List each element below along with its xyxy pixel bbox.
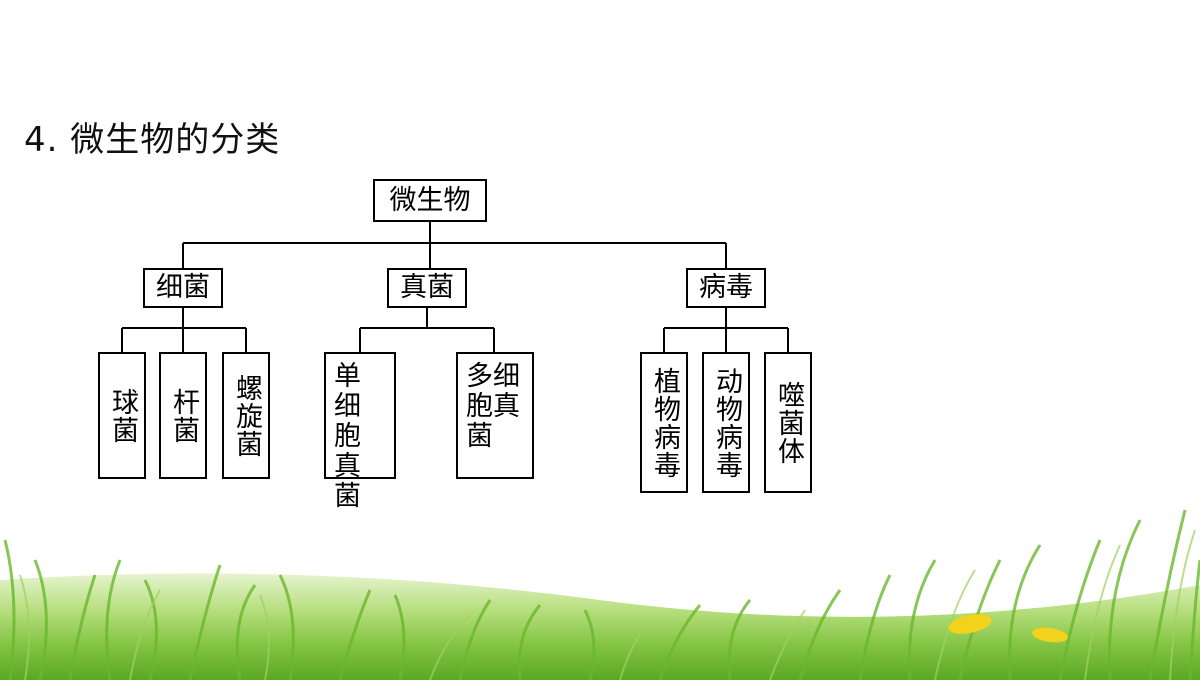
- leaf-right: [1032, 627, 1068, 643]
- node-animal-virus: 动物病毒: [702, 352, 750, 493]
- leaf-left: [948, 614, 992, 634]
- node-multicellular-fungi-label: 多细胞真菌: [466, 361, 520, 452]
- node-bacilli: 杆菌: [159, 352, 207, 479]
- node-bacteria: 细菌: [143, 268, 223, 308]
- node-spirilla: 螺旋菌: [222, 352, 270, 479]
- node-root: 微生物: [373, 179, 487, 222]
- node-fungi: 真菌: [387, 268, 467, 308]
- node-plant-virus: 植物病毒: [640, 352, 688, 493]
- page-title: 4. 微生物的分类: [24, 120, 281, 160]
- connector-lines: [121, 222, 789, 352]
- grass-ground: [0, 573, 1200, 680]
- grass-blades-light: [19, 529, 1196, 680]
- node-unicellular-fungi-label: 单细胞真菌: [334, 361, 361, 512]
- node-unicellular-fungi: 单细胞真菌: [324, 352, 396, 512]
- node-phage: 噬菌体: [764, 352, 812, 493]
- node-cocci: 球菌: [98, 352, 146, 479]
- node-virus: 病毒: [686, 268, 766, 308]
- grass-blades: [3, 509, 1200, 680]
- node-multicellular-fungi: 多细胞真菌: [456, 352, 534, 479]
